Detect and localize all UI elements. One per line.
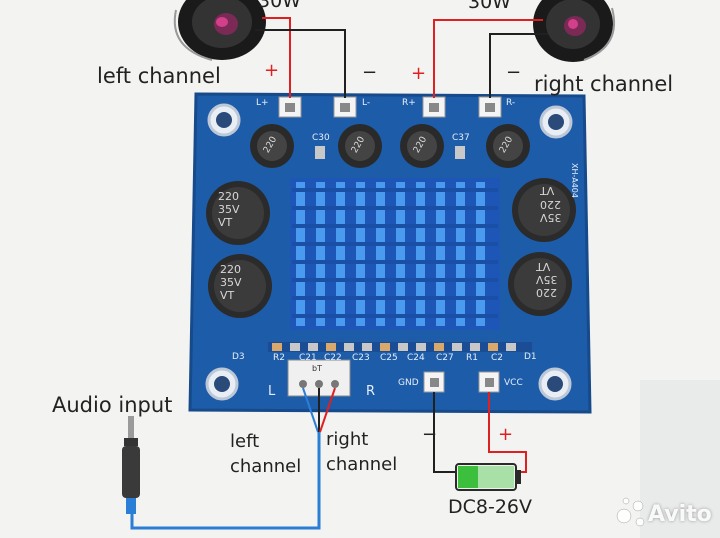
cap2-line3: VT	[220, 289, 235, 302]
power-label-right: 30W	[468, 0, 511, 13]
left-minus-sign: −	[362, 62, 378, 83]
heatsink-slot	[292, 206, 498, 210]
right-channel-top-label: right channel	[534, 72, 674, 96]
component-label: C2	[491, 353, 504, 363]
right-speaker-icon	[533, 0, 616, 62]
left-channel-bottom-line2: channel	[230, 456, 302, 477]
cap3-line2: 35V	[540, 211, 562, 224]
smd-component-row	[268, 342, 532, 352]
speaker-wires	[255, 17, 548, 98]
smd-part	[380, 343, 390, 351]
left-channel-bottom-line1: left	[230, 431, 260, 452]
smd-part	[434, 343, 444, 351]
heatsink-fin	[336, 182, 345, 326]
smd-part	[326, 343, 336, 351]
terminal-label-r-plus: R+	[402, 98, 416, 108]
heatsink-slot	[292, 224, 498, 228]
smd-part	[272, 343, 282, 351]
heatsink	[290, 178, 500, 330]
heatsink-fin	[376, 182, 385, 326]
heatsink-slot	[292, 296, 498, 300]
component-label: C23	[352, 353, 370, 363]
right-plus-sign: +	[411, 63, 427, 84]
heatsink-slot	[292, 278, 498, 282]
heatsink-fin	[436, 182, 445, 326]
smd-part	[344, 343, 354, 351]
component-label: C21	[299, 353, 317, 363]
cap2-line1: 220	[220, 263, 241, 276]
component-label: C24	[407, 353, 425, 363]
right-channel-bottom-line1: right	[326, 429, 369, 450]
right-minus-sign: −	[506, 62, 522, 83]
input-wires	[130, 387, 336, 530]
vcc-label: VCC	[504, 378, 523, 388]
c37-label: C37	[452, 133, 470, 143]
heatsink-slot	[292, 314, 498, 318]
cap4-line3: VT	[536, 260, 551, 273]
cap2-line2: 35V	[220, 276, 242, 289]
smd-part	[488, 343, 498, 351]
smd-part	[506, 343, 516, 351]
heatsink-fin	[356, 182, 365, 326]
model-label: XH-A404	[569, 163, 579, 198]
inductors	[250, 124, 530, 168]
component-label: C22	[324, 353, 342, 363]
battery-icon	[455, 463, 521, 491]
smd-part	[416, 343, 426, 351]
heatsink-fin	[316, 182, 325, 326]
smd-part	[308, 343, 318, 351]
power-label-left: 30W	[258, 0, 301, 12]
component-label: C27	[436, 353, 454, 363]
heatsink-slot	[292, 188, 498, 192]
component-label: R2	[273, 353, 285, 363]
avito-logo-icon	[616, 497, 645, 527]
cap3-line1: 220	[540, 198, 561, 211]
cap4-line2: 35V	[536, 273, 558, 286]
d3-label: D3	[232, 352, 245, 362]
heatsink-fin	[476, 182, 485, 326]
smd-part	[398, 343, 408, 351]
input-pins-label: bT	[312, 364, 322, 373]
smd-part	[452, 343, 462, 351]
terminal-label-r-minus: R-	[506, 98, 516, 108]
left-plus-sign: +	[264, 60, 280, 81]
left-speaker-icon	[173, 0, 266, 61]
cap1-line1: 220	[218, 190, 239, 203]
heatsink-slot	[292, 242, 498, 246]
vcc-plus-sign: +	[498, 424, 514, 445]
terminal-label-l-minus: L-	[362, 98, 371, 108]
terminal-label-l-plus: L+	[256, 98, 269, 108]
smd-part	[362, 343, 372, 351]
left-channel-top-label: left channel	[97, 64, 221, 88]
power-wires	[433, 392, 527, 473]
cap1-line2: 35V	[218, 203, 240, 216]
smd-part	[470, 343, 480, 351]
heatsink-fin	[456, 182, 465, 326]
capacitors	[206, 178, 576, 318]
heatsink-fin	[396, 182, 405, 326]
gnd-label: GND	[398, 378, 419, 388]
d1-label: D1	[524, 352, 537, 362]
component-label: R1	[466, 353, 478, 363]
gnd-minus-sign: −	[422, 424, 438, 445]
audio-input-label: Audio input	[52, 393, 173, 417]
heatsink-fin	[416, 182, 425, 326]
input-r-label: R	[366, 384, 376, 399]
cap3-line3: VT	[540, 184, 555, 197]
c30-label: C30	[312, 133, 330, 143]
cap1-line3: VT	[218, 216, 233, 229]
heatsink-slot	[292, 260, 498, 264]
input-l-label: L	[268, 384, 276, 399]
smd-part	[290, 343, 300, 351]
component-label: C25	[380, 353, 398, 363]
right-channel-bottom-line2: channel	[326, 454, 398, 475]
heatsink-fin	[296, 182, 305, 326]
cap4-line1: 220	[536, 286, 557, 299]
supply-voltage-label: DC8-26V	[448, 496, 533, 518]
avito-watermark: Avito	[648, 502, 712, 527]
output-terminals	[278, 96, 502, 118]
audio-jack-icon	[122, 416, 140, 514]
